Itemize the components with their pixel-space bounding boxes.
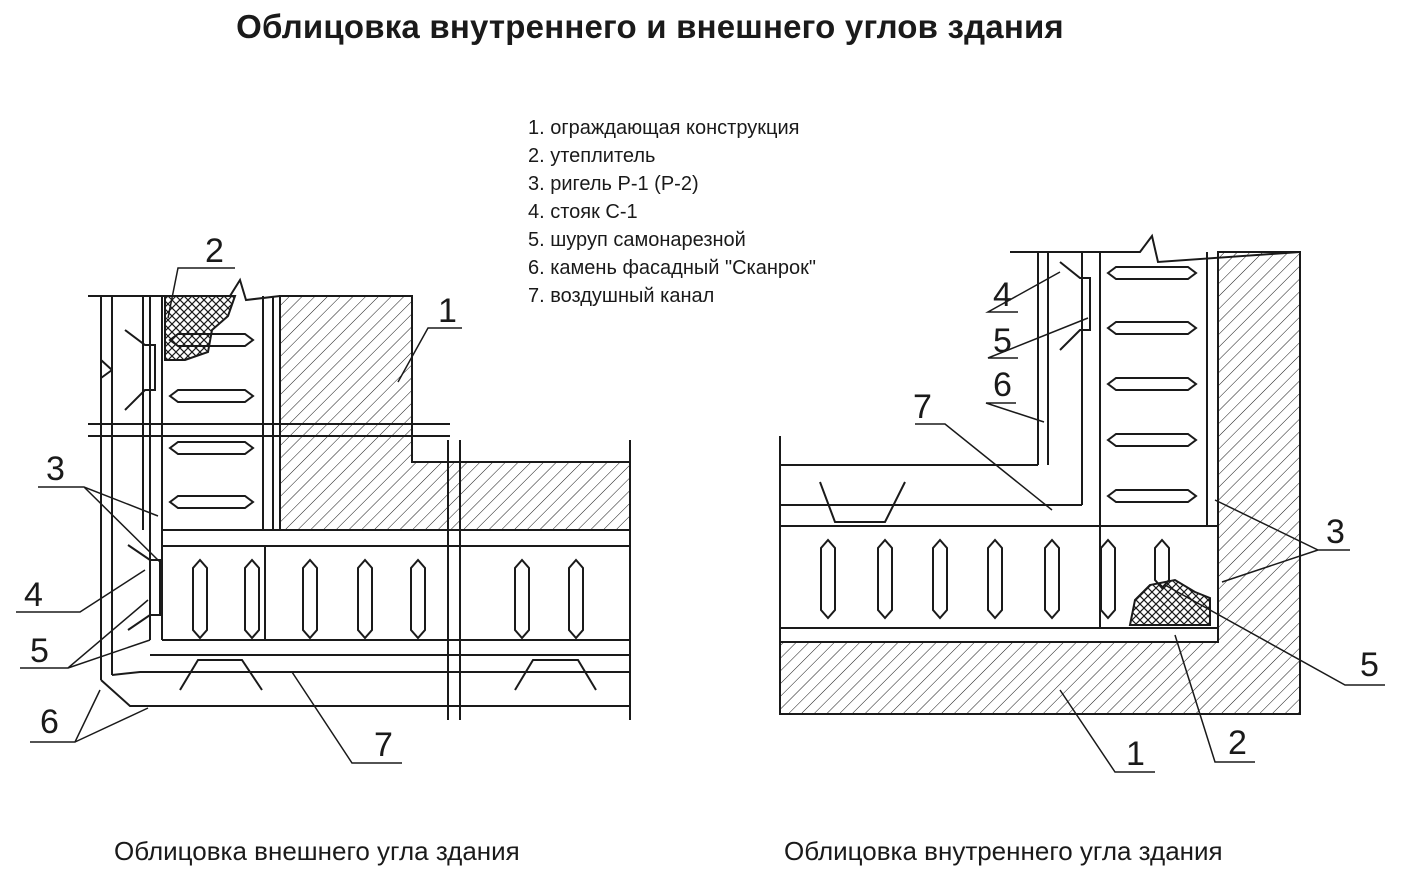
- callout-4: 4: [993, 276, 1012, 314]
- insulation: [164, 295, 237, 361]
- callout-3: 3: [1326, 513, 1345, 551]
- callout-5: 5: [993, 322, 1012, 360]
- callout-1: 1: [1126, 735, 1145, 773]
- wall-structure: [279, 295, 631, 531]
- callout-6: 6: [40, 703, 59, 741]
- callout-2: 2: [205, 232, 224, 270]
- legend-item: 7. воздушный канал: [528, 285, 715, 307]
- callout-4: 4: [24, 576, 43, 614]
- legend-item: 3. ригель Р-1 (Р-2): [528, 173, 699, 195]
- callout-2: 2: [1228, 724, 1247, 762]
- callout-7: 7: [374, 726, 393, 764]
- legend: 1. ограждающая конструкция 2. утеплитель…: [528, 114, 816, 310]
- external-corner-drawing: [88, 277, 631, 720]
- diagram-title: Облицовка внутреннего и внешнего углов з…: [236, 8, 1064, 45]
- callout-5: 5: [30, 632, 49, 670]
- callout-1: 1: [438, 292, 457, 330]
- callout-7: 7: [913, 388, 932, 426]
- legend-item: 6. камень фасадный "Сканрок": [528, 257, 816, 279]
- callout-3: 3: [46, 450, 65, 488]
- internal-corner-drawing: [779, 233, 1301, 715]
- legend-item: 1. ограждающая конструкция: [528, 117, 800, 139]
- leader-lines: [16, 267, 1385, 773]
- wall-structure-right: [779, 251, 1301, 715]
- insulation-right: [1128, 578, 1211, 626]
- caption-external-corner: Облицовка внешнего угла здания: [114, 836, 520, 866]
- callout-labels: 1 2 3 4 5 6 7 1 2 3 4 5 6 7 5: [24, 232, 1379, 773]
- callout-5: 5: [1360, 646, 1379, 684]
- caption-internal-corner: Облицовка внутреннего угла здания: [784, 836, 1223, 866]
- legend-item: 4. стояк С-1: [528, 201, 638, 223]
- legend-item: 5. шуруп самонарезной: [528, 229, 746, 251]
- callout-6: 6: [993, 366, 1012, 404]
- legend-item: 2. утеплитель: [528, 145, 656, 167]
